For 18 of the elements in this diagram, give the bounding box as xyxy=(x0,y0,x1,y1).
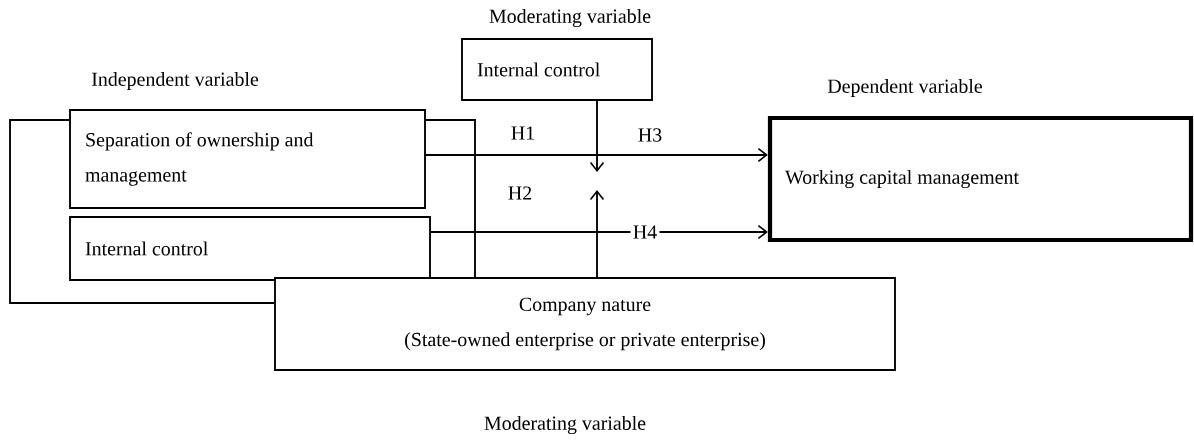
arrow xyxy=(589,100,605,172)
connector-line xyxy=(9,119,275,304)
label: H1 xyxy=(511,126,534,140)
connector-line xyxy=(425,119,476,278)
variable-heading: Dependent variable xyxy=(827,78,983,98)
variable-heading: Independent variable xyxy=(91,71,259,91)
edge-label: H4 xyxy=(630,223,660,241)
arrow xyxy=(425,147,768,163)
edge-label: H3 xyxy=(635,125,665,144)
variable-box: Internal control xyxy=(461,38,653,101)
variable-box: Working capital management xyxy=(767,115,1194,243)
arrow xyxy=(430,224,768,240)
variable-heading: Moderating variable xyxy=(489,8,651,28)
variable-box: Separation of ownership and management xyxy=(69,109,426,209)
label: H2 xyxy=(508,186,532,200)
arrow xyxy=(589,190,605,278)
variable-box: Internal control xyxy=(69,216,431,281)
variable-heading: Moderating variable xyxy=(484,415,646,435)
